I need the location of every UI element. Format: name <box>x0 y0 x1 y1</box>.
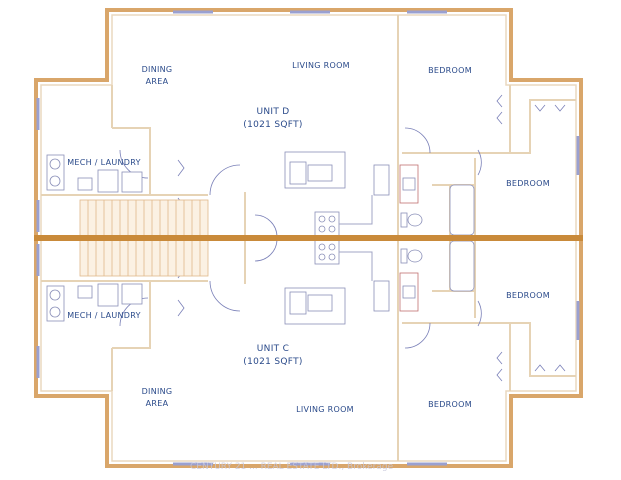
room-label-bedroom: BEDROOM <box>428 400 472 409</box>
upper-unit-plan <box>34 8 583 240</box>
room-label-bedroom: BEDROOM <box>506 291 550 300</box>
room-label-bedroom: BEDROOM <box>428 66 472 75</box>
lower-unit-plan <box>34 236 583 468</box>
center-beam <box>34 235 583 241</box>
room-label-living: LIVING ROOM <box>296 405 354 414</box>
unit-d-title: UNIT D <box>256 107 290 117</box>
watermark: CENTURY 21 ... REAL ESTATE LTD., Brokera… <box>190 462 394 472</box>
unit-c-area: (1021 SQFT) <box>243 357 303 367</box>
room-label-mech: MECH / LAUNDRY <box>67 311 141 320</box>
unit-c-title: UNIT C <box>256 344 290 354</box>
room-label-bedroom: BEDROOM <box>506 179 550 188</box>
room-label-mech: MECH / LAUNDRY <box>67 158 141 167</box>
unit-d-area: (1021 SQFT) <box>243 120 303 130</box>
room-label-living: LIVING ROOM <box>292 61 350 70</box>
